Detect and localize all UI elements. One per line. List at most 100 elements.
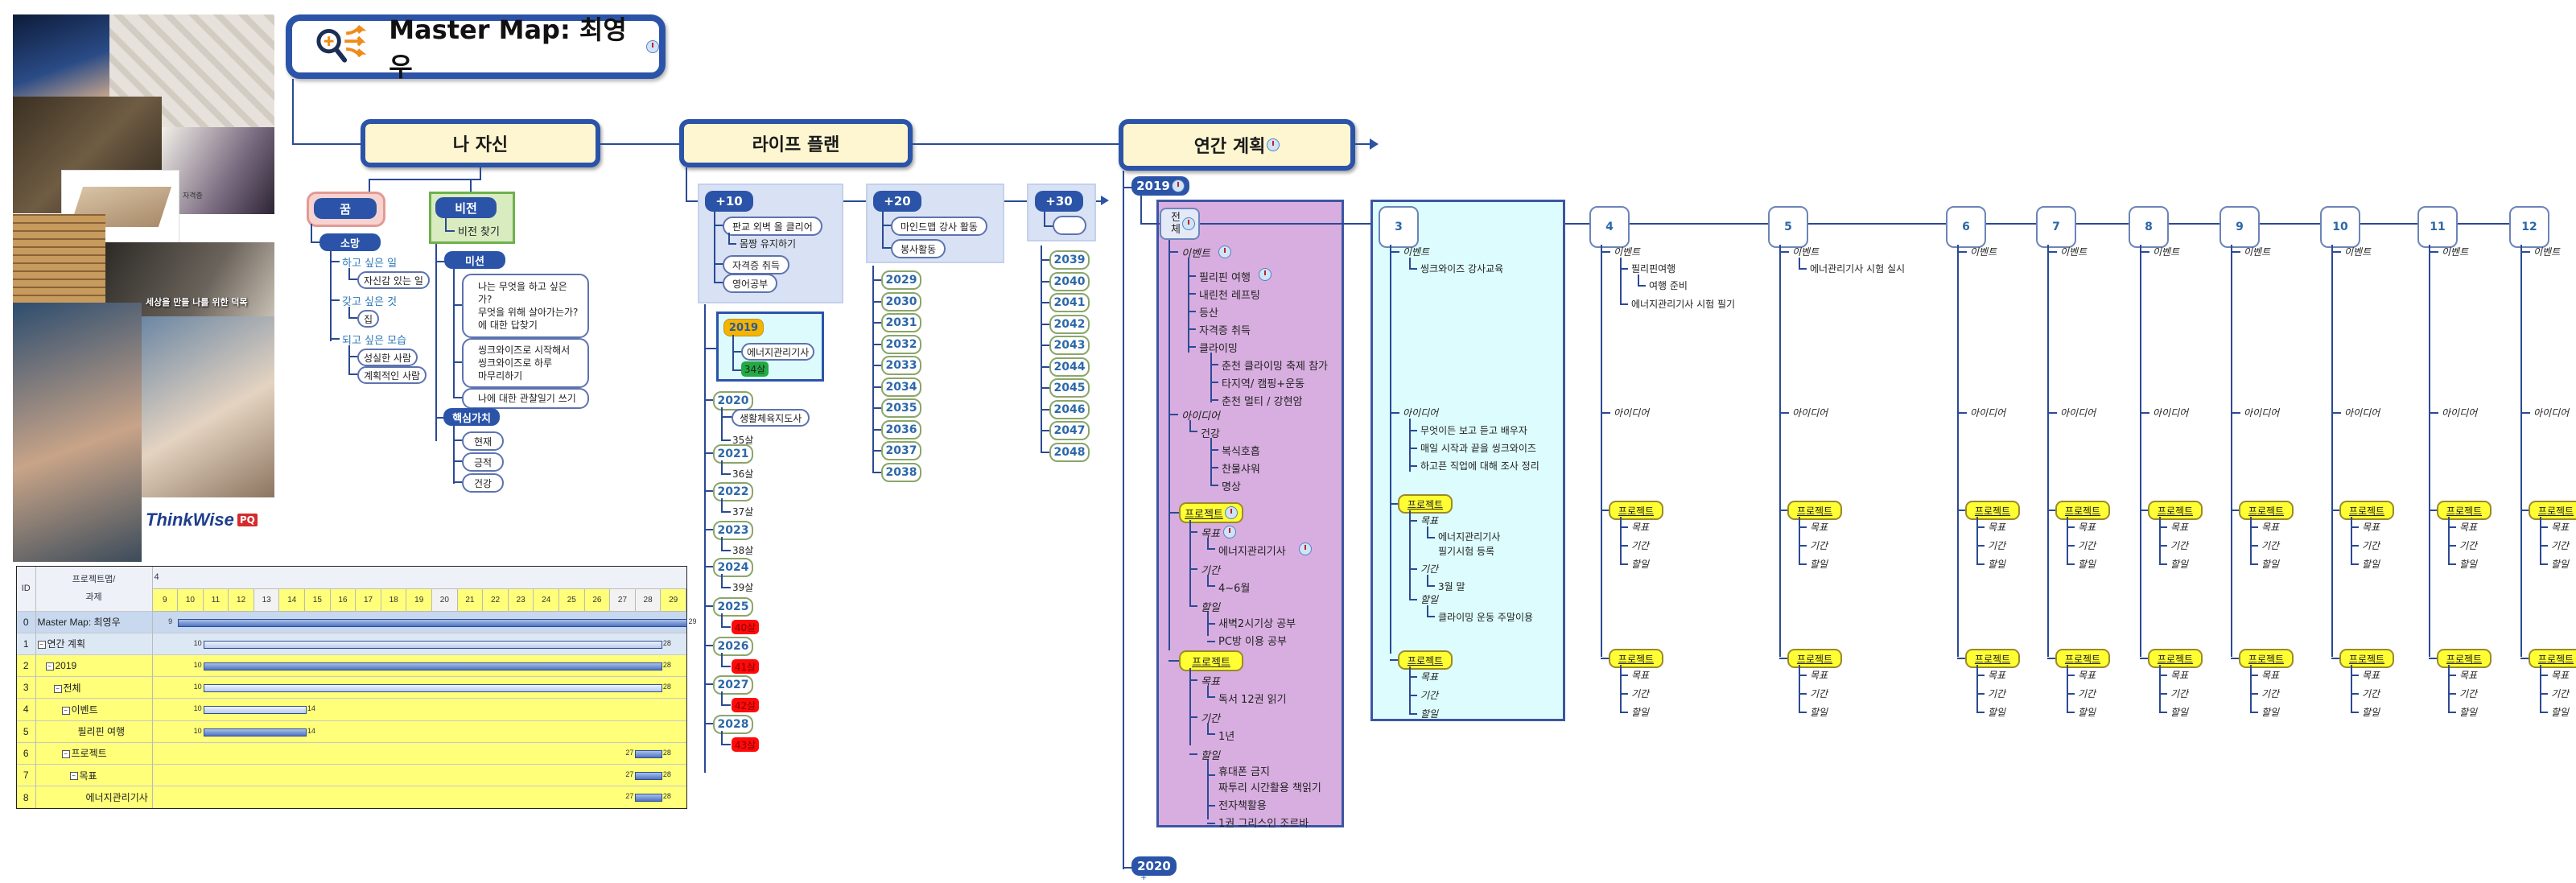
project-node[interactable]: 프로젝트 (1609, 501, 1663, 520)
project-node[interactable]: 프로젝트 (2055, 501, 2110, 520)
year-node[interactable]: 2036 (881, 419, 921, 439)
goal-value[interactable]: 독서 12권 읽기 (1218, 694, 1287, 706)
clock-icon[interactable] (1267, 138, 1280, 151)
collapse-toggle-icon[interactable]: − (53, 684, 62, 693)
period-value[interactable]: 4~6월 (1218, 583, 1251, 595)
goal-label[interactable]: 목표 (1420, 671, 1439, 683)
gantt-bar[interactable] (203, 662, 662, 671)
month-event-item[interactable]: 필리핀여행 (1631, 263, 1676, 274)
todo-item[interactable]: PC방 이용 공부 (1218, 636, 1287, 648)
climbing-item[interactable]: 춘천 멀티 / 강현암 (1222, 396, 1303, 408)
core-value-item[interactable]: 긍적 (462, 452, 504, 472)
topic-self[interactable]: 나 자신 (361, 119, 600, 167)
age-label[interactable]: 36살 (732, 468, 754, 480)
year-node[interactable]: 2027 (713, 675, 753, 695)
year-node[interactable]: 2026 (713, 637, 753, 656)
year-node[interactable]: 2022 (713, 482, 753, 501)
period-label[interactable]: 기간 (1988, 540, 2006, 551)
period-label[interactable]: 기간 (1420, 690, 1439, 701)
period-label[interactable]: 기간 (2362, 688, 2380, 699)
goal-value[interactable]: 에너지관리기사 (1218, 546, 1286, 558)
goal-label[interactable]: 목표 (1201, 676, 1220, 688)
idea-health[interactable]: 건강 (1201, 428, 1220, 440)
todo-label[interactable]: 할일 (2551, 559, 2570, 570)
goal-label[interactable]: 목표 (1420, 515, 1439, 526)
goal-label[interactable]: 목표 (2261, 670, 2280, 681)
todo-label[interactable]: 할일 (1201, 750, 1220, 762)
goal-label[interactable]: 목표 (2170, 522, 2189, 533)
todo-label[interactable]: 할일 (2078, 559, 2096, 570)
period-label[interactable]: 기간 (1631, 688, 1650, 699)
month-node[interactable]: 12 (2509, 206, 2549, 248)
gantt-bar[interactable] (635, 794, 662, 803)
event-item[interactable]: 내린천 레프팅 (1199, 290, 1260, 302)
todo-label[interactable]: 할일 (2362, 559, 2380, 570)
todo-item[interactable]: 전자책활용 (1218, 800, 1267, 812)
period-label[interactable]: 기간 (1810, 688, 1828, 699)
collapse-toggle-icon[interactable]: − (61, 750, 70, 759)
month-idea-item[interactable]: 하고픈 직업에 대해 조사 정리 (1420, 460, 1539, 472)
idea-label[interactable]: 아이디어 (1403, 407, 1439, 419)
collapse-toggle-icon[interactable]: − (45, 662, 54, 671)
event-item[interactable]: 필리핀 여행 (1199, 272, 1251, 284)
year-node[interactable]: 2033 (881, 356, 921, 375)
period-label[interactable]: 기간 (2551, 540, 2570, 551)
project-node[interactable]: 프로젝트 (2239, 501, 2294, 520)
idea-label[interactable]: 아이디어 (2442, 407, 2478, 419)
period-label[interactable]: 기간 (1420, 563, 1439, 575)
gantt-bar[interactable] (635, 749, 662, 758)
goal-label[interactable]: 목표 (2261, 522, 2280, 533)
mission-item[interactable]: 씽크와이즈로 시작해서 씽크와이즈로 하루 마무리하기 (462, 338, 589, 388)
event-label[interactable]: 이벤트 (2533, 246, 2561, 258)
gantt-bar[interactable] (203, 640, 662, 649)
plus20-item[interactable]: 마인드맵 강사 활동 (891, 217, 987, 236)
month-node[interactable]: 7 (2036, 206, 2076, 248)
clock-icon[interactable] (1224, 506, 1238, 519)
period-label[interactable]: 기간 (1988, 688, 2006, 699)
event-label[interactable]: 이벤트 (2244, 246, 2271, 258)
period-label[interactable]: 기간 (2170, 688, 2189, 699)
expand-arrow-icon[interactable] (1101, 196, 1109, 205)
period-label[interactable]: 기간 (1810, 540, 1828, 551)
todo-label[interactable]: 할일 (1201, 602, 1220, 614)
core-values-node[interactable]: 핵심가치 (443, 408, 500, 426)
period-value[interactable]: 1년 (1218, 731, 1235, 743)
dream-item[interactable]: 성실한 사람 (357, 349, 418, 366)
event-label[interactable]: 이벤트 (2442, 246, 2469, 258)
core-value-item[interactable]: 건강 (462, 473, 504, 493)
idea-label[interactable]: 아이디어 (1181, 411, 1220, 423)
project-node[interactable]: 프로젝트 (2148, 649, 2203, 668)
project-node[interactable]: 프로젝트 (2529, 649, 2576, 668)
year-node[interactable]: 2041 (1049, 293, 1090, 312)
month-idea-item[interactable]: 무엇이든 보고 듣고 배우자 (1420, 425, 1527, 436)
project-node[interactable]: 프로젝트 (1787, 501, 1842, 520)
project-node[interactable]: 프로젝트 (1179, 502, 1243, 523)
year-node[interactable]: 2019 (1131, 176, 1189, 196)
month-node[interactable]: 4 (1589, 206, 1630, 248)
climbing-item[interactable]: 타지역/ 캠핑+운동 (1222, 378, 1305, 390)
plus10-node[interactable]: +10 (705, 191, 753, 212)
project-node[interactable]: 프로젝트 (2437, 501, 2492, 520)
goal-label[interactable]: 목표 (2078, 670, 2096, 681)
clock-icon[interactable] (1259, 268, 1272, 281)
age-badge-alert[interactable]: 43살 (732, 737, 759, 752)
age-badge-alert[interactable]: 40살 (732, 620, 759, 634)
project-node[interactable]: 프로젝트 (1398, 650, 1453, 670)
plus30-empty-node[interactable] (1053, 216, 1086, 235)
todo-label[interactable]: 할일 (2551, 707, 2570, 718)
goal-label[interactable]: 목표 (2459, 670, 2478, 681)
todo-label[interactable]: 할일 (2170, 559, 2189, 570)
year-2019-node[interactable]: 2019 (723, 319, 764, 336)
project-node[interactable]: 프로젝트 (2148, 501, 2203, 520)
month-node[interactable]: 8 (2129, 206, 2169, 248)
month-event-item[interactable]: 여행 준비 (1649, 280, 1688, 291)
project-node[interactable]: 프로젝트 (1965, 649, 2020, 668)
todo-label[interactable]: 할일 (1810, 559, 1828, 570)
month-todo-value[interactable]: 클라이밍 운동 주말이용 (1438, 612, 1534, 623)
todo-label[interactable]: 할일 (2362, 707, 2380, 718)
goal-label[interactable]: 목표 (1201, 528, 1220, 540)
event-label[interactable]: 이벤트 (2344, 246, 2372, 258)
